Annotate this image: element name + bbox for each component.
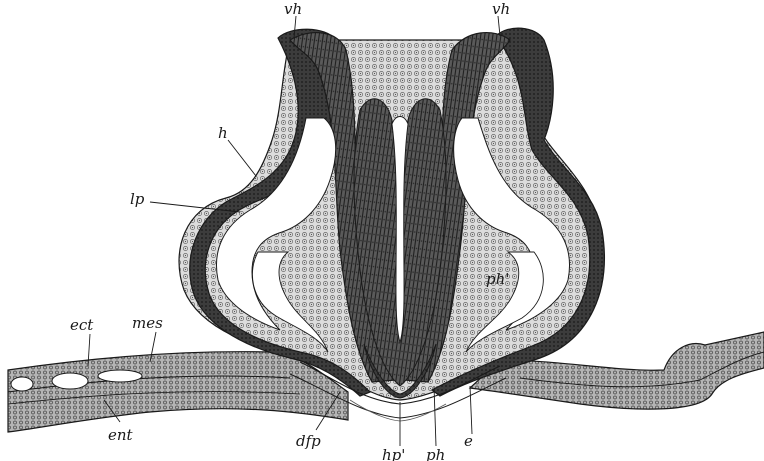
label-dfp: dfp — [296, 432, 321, 450]
label-hp-prime: hp' — [382, 446, 405, 461]
label-mes: mes — [132, 314, 163, 332]
label-ent: ent — [108, 426, 134, 444]
label-e: e — [464, 432, 473, 450]
label-h: h — [218, 124, 228, 142]
vessel-lumen — [98, 370, 142, 382]
germ-layer-sheet — [8, 352, 348, 432]
label-ph-prime: ph' — [486, 270, 509, 288]
label-vh-right: vh — [492, 0, 510, 18]
label-lp: lp — [130, 190, 145, 208]
label-ph: ph — [426, 446, 445, 461]
vessel-lumen — [52, 373, 88, 389]
label-vh-left: vh — [284, 0, 302, 18]
vessel-lumen — [11, 377, 33, 391]
label-ect: ect — [70, 316, 94, 334]
